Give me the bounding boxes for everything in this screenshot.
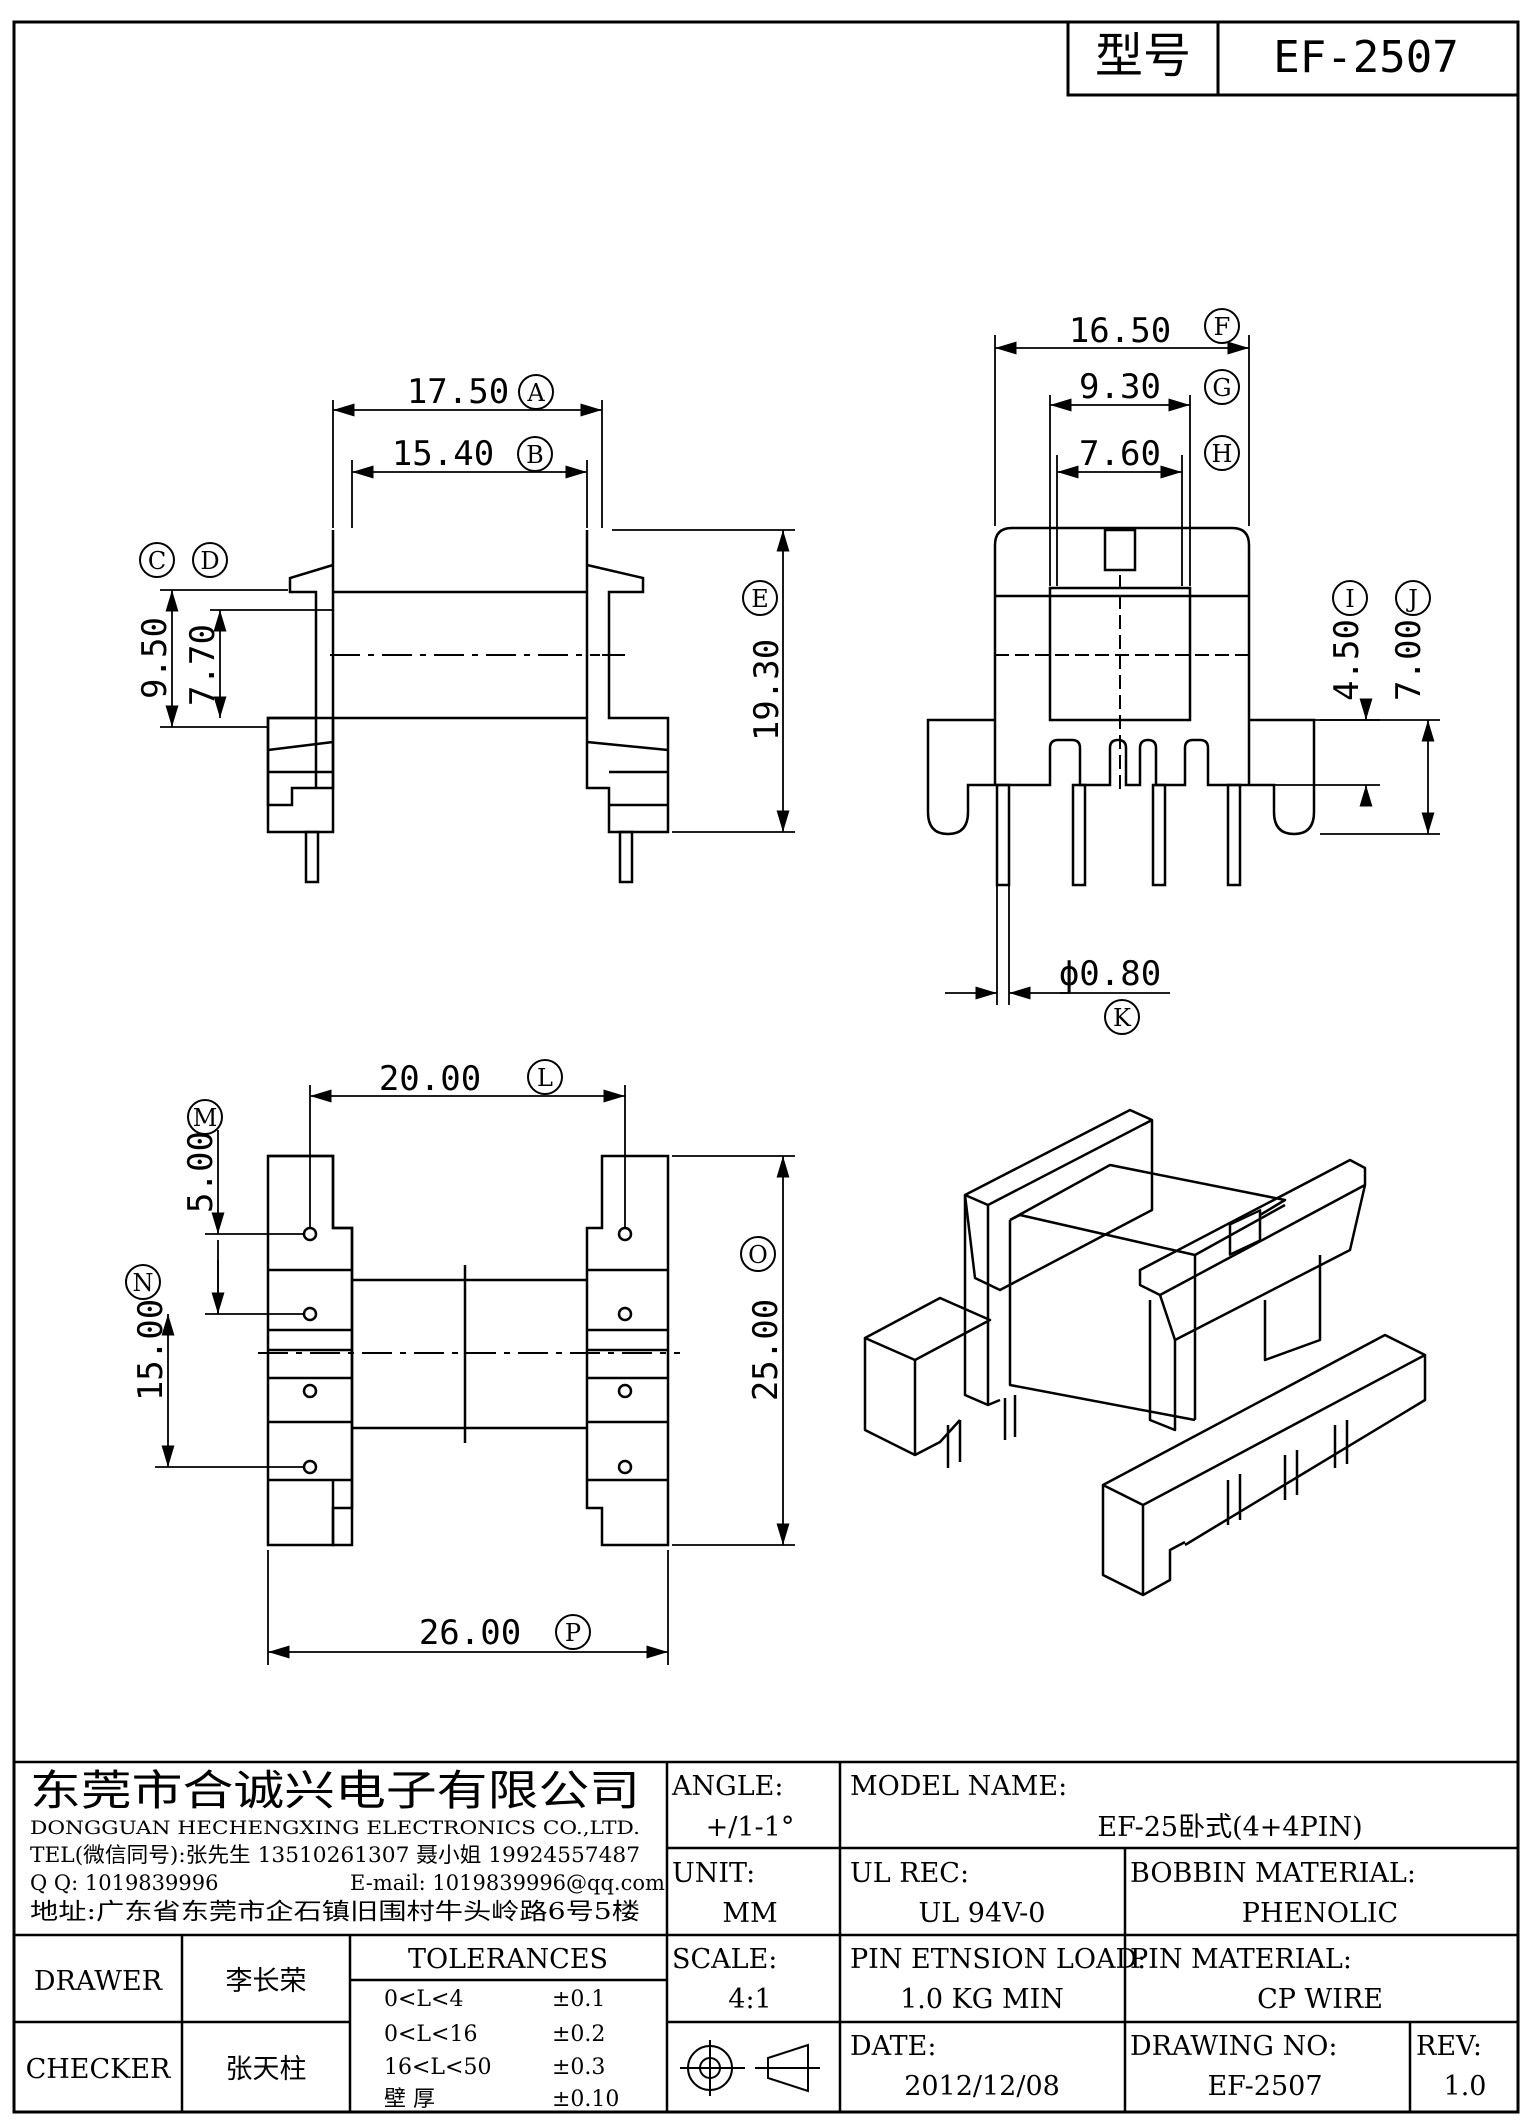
dim-a-value: 17.50 — [407, 372, 509, 412]
dim-o-value: 25.00 — [746, 1299, 786, 1401]
dim-d-value: 7.70 — [183, 624, 223, 706]
letter-p: P — [565, 1619, 581, 1647]
ul-rec-label: UL REC: — [850, 1858, 969, 1889]
dim-k-value: ϕ0.80 — [1059, 954, 1161, 994]
pin-tension-label: PIN ETNSION LOAD: — [850, 1944, 1146, 1975]
circle-o — [740, 1236, 776, 1272]
tol-range-1: 0<L<4 — [384, 1987, 463, 2012]
circle-k — [1104, 999, 1140, 1035]
company-name-cn: 东莞市合诚兴电子有限公司 — [30, 1766, 640, 1815]
circle-a — [518, 374, 554, 410]
circle-i — [1332, 580, 1368, 616]
pin-material-label: PIN MATERIAL: — [1130, 1944, 1352, 1975]
letter-i: I — [1345, 585, 1354, 613]
letter-c: C — [148, 547, 166, 575]
drawing-no-label: DRAWING NO: — [1130, 2031, 1337, 2062]
circle-p — [555, 1614, 591, 1650]
scale-value: 4:1 — [728, 1984, 771, 2015]
letter-n: N — [133, 1269, 154, 1297]
letter-e: E — [751, 585, 769, 613]
model-label: 型号 — [1095, 28, 1191, 84]
drawer-name: 李长荣 — [226, 1966, 307, 1997]
drawing-no-value: EF-2507 — [1207, 2071, 1322, 2102]
angle-label: ANGLE: — [671, 1771, 783, 1802]
circle-b — [517, 436, 553, 472]
model-name-label: MODEL NAME: — [850, 1771, 1067, 1802]
angle-value: +/1-1° — [706, 1812, 795, 1843]
bobbin-value: PHENOLIC — [1242, 1898, 1398, 1929]
projection-symbol-icon — [680, 2040, 820, 2096]
dim-h-value: 7.60 — [1079, 434, 1161, 474]
circle-g — [1204, 369, 1240, 405]
dim-p-value: 26.00 — [419, 1613, 521, 1653]
date-label: DATE: — [850, 2031, 936, 2062]
rev-value: 1.0 — [1444, 2071, 1487, 2102]
company-address: 地址:广东省东莞市企石镇旧围村牛头岭路6号5楼 — [30, 1899, 640, 1925]
dim-n-value: 15.00 — [131, 1299, 171, 1401]
dim-j-value: 7.00 — [1389, 619, 1429, 701]
tol-value-2: ±0.2 — [552, 2022, 605, 2047]
letter-h: H — [1212, 440, 1233, 468]
circle-m — [187, 1099, 223, 1135]
bottom-view — [266, 1154, 670, 1547]
ul-rec-value: UL 94V-0 — [919, 1898, 1046, 1929]
dim-f-value: 16.50 — [1069, 311, 1171, 351]
letter-m: M — [193, 1104, 218, 1132]
pin-material-value: CP WIRE — [1257, 1984, 1383, 2015]
letter-o: O — [748, 1241, 768, 1269]
checker-label: CHECKER — [26, 2054, 171, 2085]
tol-value-3: ±0.3 — [552, 2055, 605, 2080]
unit-value: MM — [722, 1898, 777, 1929]
circle-d — [192, 542, 228, 578]
dim-l-value: 20.00 — [379, 1059, 481, 1099]
circle-h — [1204, 435, 1240, 471]
circle-j — [1395, 580, 1431, 616]
letter-a: A — [526, 379, 545, 407]
dim-b-value: 15.40 — [392, 434, 494, 474]
dim-e-value: 19.30 — [747, 639, 787, 741]
tol-value-1: ±0.1 — [552, 1987, 605, 2012]
date-value: 2012/12/08 — [904, 2071, 1060, 2102]
isometric-view — [863, 1108, 1427, 1597]
letter-l: L — [537, 1064, 553, 1092]
circle-n — [125, 1264, 161, 1300]
letter-g: G — [1212, 374, 1231, 402]
tol-value-4: ±0.10 — [552, 2087, 619, 2112]
letter-k: K — [1113, 1004, 1132, 1032]
company-tel: TEL(微信同号):张先生 13510261307 聂小姐 1992455748… — [30, 1843, 640, 1867]
circle-e — [742, 580, 778, 616]
side-view — [266, 530, 670, 884]
dim-g-value: 9.30 — [1079, 367, 1161, 407]
pin-tension-value: 1.0 KG MIN — [900, 1984, 1064, 2015]
dim-i-value: 4.50 — [1327, 619, 1367, 701]
title-block-grid — [14, 1760, 1518, 2112]
letter-j: J — [1405, 585, 1418, 613]
bobbin-label: BOBBIN MATERIAL: — [1130, 1858, 1416, 1889]
sheet-border — [12, 20, 1520, 2114]
model-value: EF-2507 — [1273, 32, 1458, 83]
tol-range-3: 16<L<50 — [384, 2055, 491, 2080]
model-name-value: EF-25卧式(4+4PIN) — [1097, 1812, 1362, 1843]
circle-l — [527, 1059, 563, 1095]
letter-f: F — [1214, 313, 1231, 341]
dim-c-value: 9.50 — [135, 617, 175, 699]
drawer-label: DRAWER — [34, 1966, 163, 1997]
letter-d: D — [200, 547, 219, 575]
dim-m-value: 5.00 — [181, 1131, 221, 1213]
tol-range-2: 0<L<16 — [384, 2022, 477, 2047]
unit-label: UNIT: — [672, 1858, 755, 1889]
tolerances-label: TOLERANCES — [408, 1944, 608, 1975]
company-email: E-mail: 1019839996@qq.com — [350, 1871, 665, 1895]
model-box — [1066, 20, 1520, 97]
company-name-en: DONGGUAN HECHENGXING ELECTRONICS CO.,LTD… — [30, 1817, 640, 1839]
tol-range-4: 壁 厚 — [384, 2087, 435, 2112]
checker-name: 张天柱 — [226, 2054, 307, 2085]
circle-f — [1204, 308, 1240, 344]
rev-label: REV: — [1416, 2031, 1482, 2062]
circle-c — [139, 542, 175, 578]
company-qq: Q Q: 1019839996 — [30, 1871, 218, 1895]
scale-label: SCALE: — [672, 1944, 777, 1975]
letter-b: B — [526, 441, 544, 469]
